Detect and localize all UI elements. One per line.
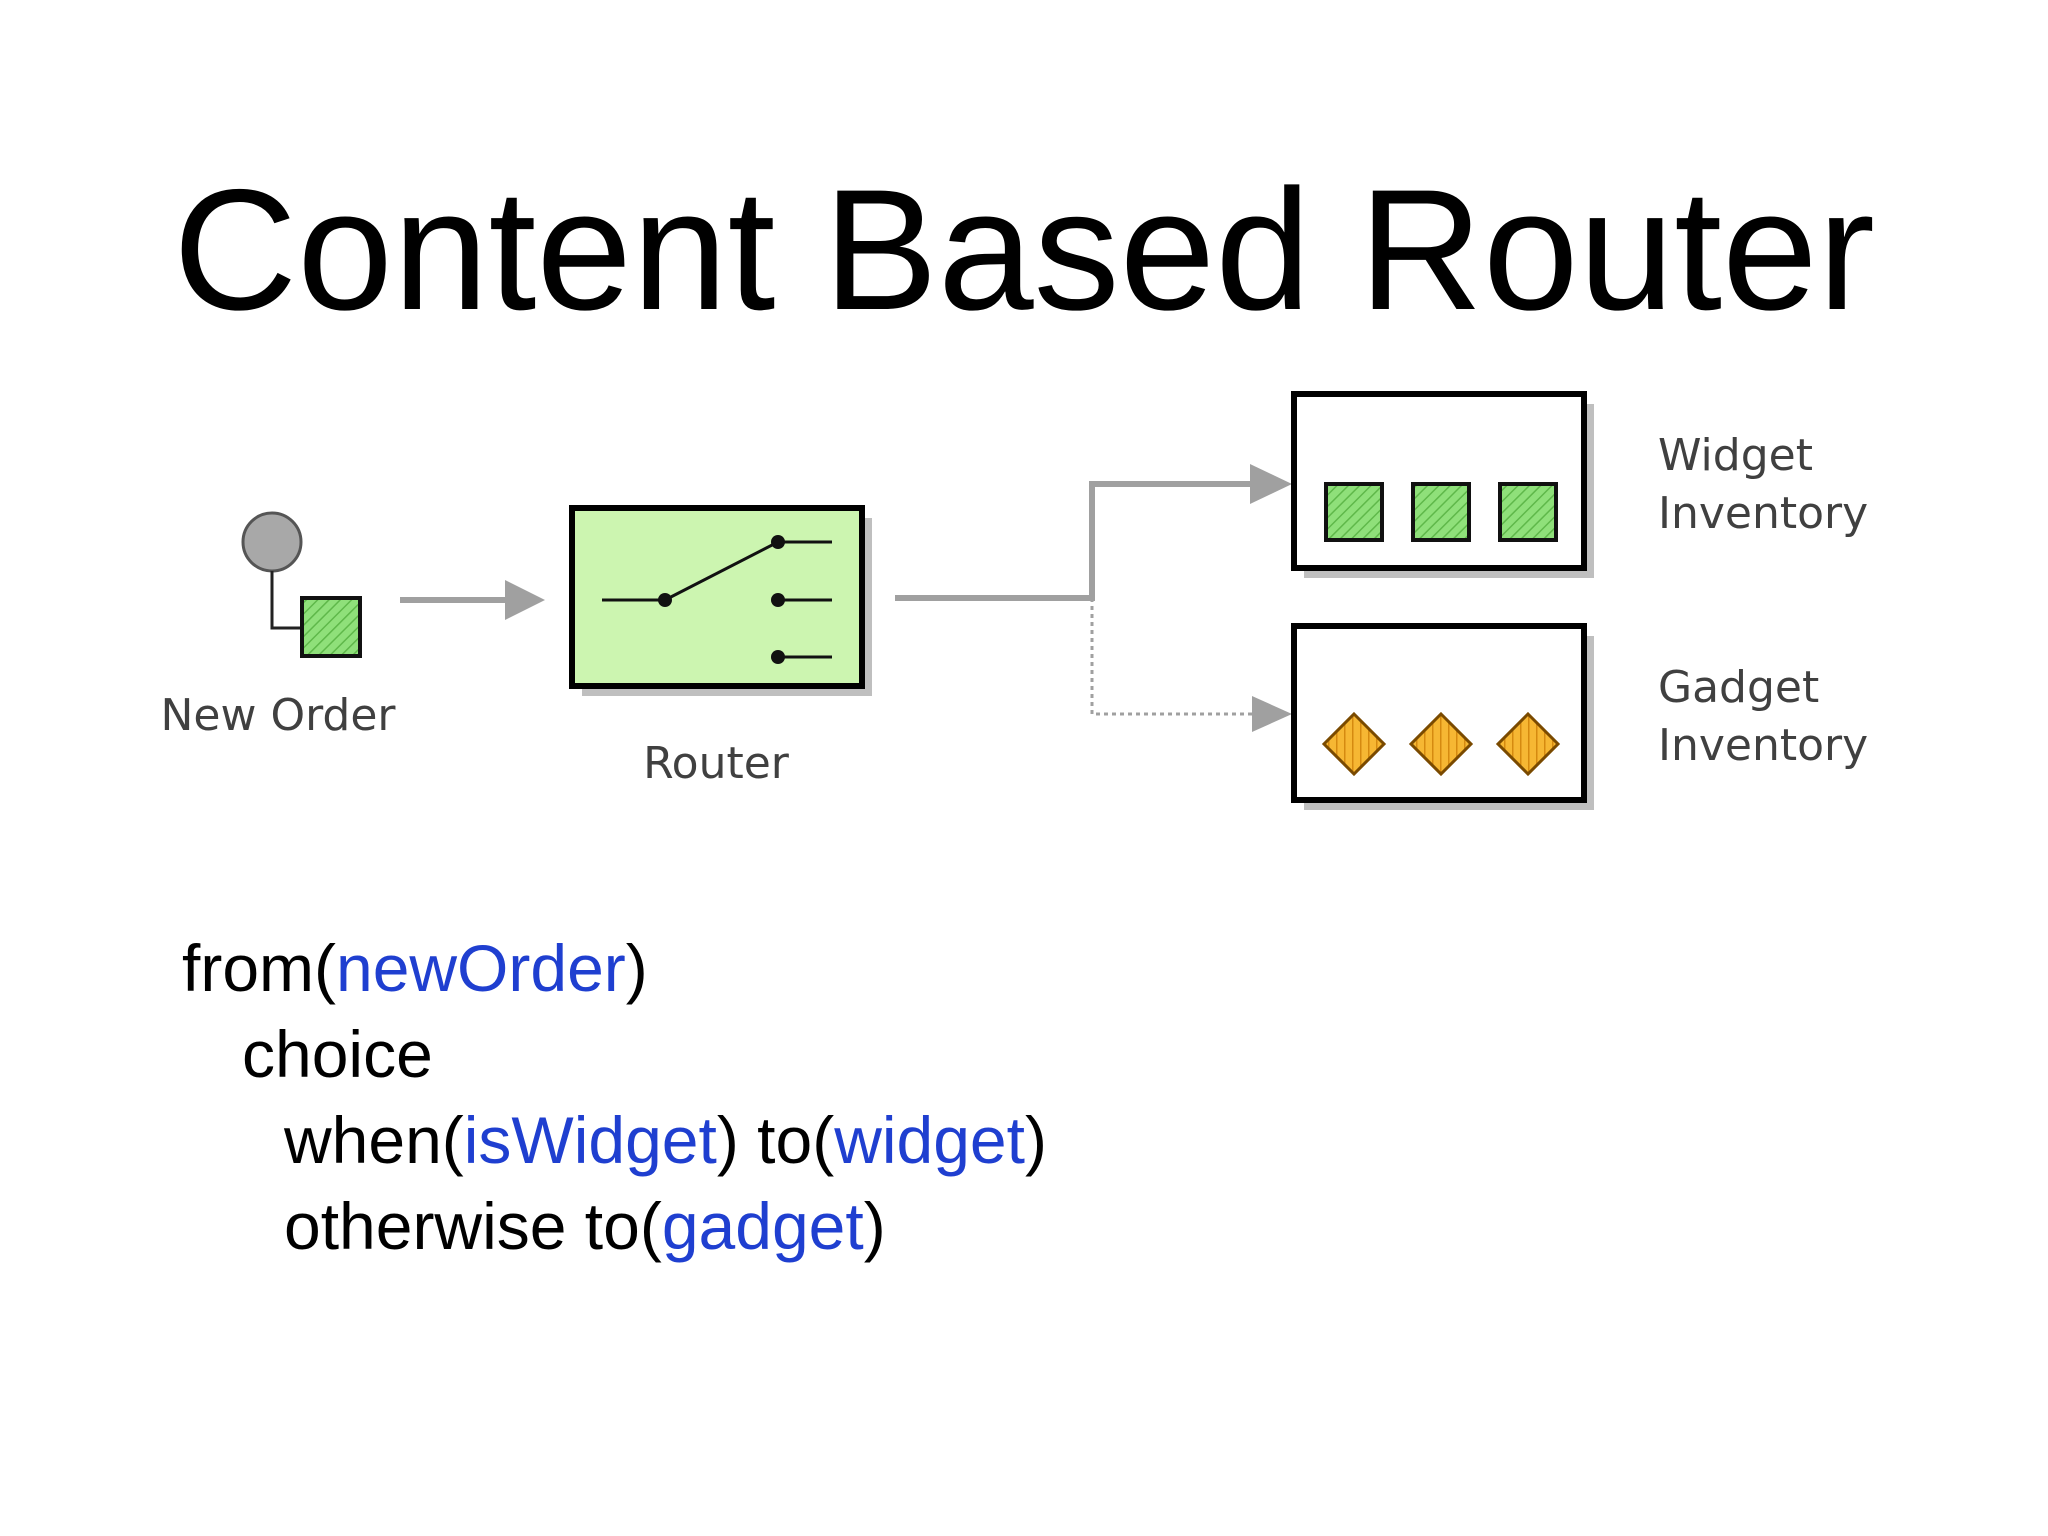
gadget-item <box>1408 711 1474 777</box>
gadget-item <box>1495 711 1561 777</box>
gadget-inventory-label-line2: Inventory <box>1658 720 1868 771</box>
widget-item <box>1324 482 1384 542</box>
widget-inventory-label-line2: Inventory <box>1658 488 1868 539</box>
code-line-from: from(newOrder) <box>182 925 1047 1011</box>
code-text: choice <box>242 1017 433 1091</box>
arrow-to-router <box>400 580 545 620</box>
code-keyword-widget: widget <box>834 1103 1025 1177</box>
code-line-when: when(isWidget) to(widget) <box>182 1097 1047 1183</box>
message-channel-circle <box>241 511 303 573</box>
widget-item <box>1411 482 1471 542</box>
code-text: from( <box>182 931 336 1005</box>
code-keyword-gadget: gadget <box>661 1189 864 1263</box>
code-text: ) <box>1024 1103 1047 1177</box>
code-line-choice: choice <box>182 1011 1047 1097</box>
code-keyword-iswidget: isWidget <box>463 1103 717 1177</box>
code-text: ) <box>863 1189 886 1263</box>
code-text: ) <box>625 931 648 1005</box>
route-to-widget-arrow <box>895 464 1292 601</box>
new-order-label: New Order <box>161 690 397 741</box>
switch-icon <box>602 535 832 664</box>
widget-inventory-label-line1: Widget <box>1658 430 1813 481</box>
new-order-message-square <box>300 596 362 658</box>
widget-inventory-box <box>1291 391 1594 578</box>
widget-item <box>1498 482 1558 542</box>
code-keyword-neworder: newOrder <box>335 931 626 1005</box>
code-line-otherwise: otherwise to(gadget) <box>182 1183 1047 1269</box>
code-text: when( <box>284 1103 464 1177</box>
router-label: Router <box>643 738 790 789</box>
router-box <box>569 505 872 696</box>
gadget-inventory-label-line1: Gadget <box>1658 662 1819 713</box>
slide-title: Content Based Router <box>173 154 1875 346</box>
gadget-item <box>1321 711 1387 777</box>
code-text: ) to( <box>716 1103 835 1177</box>
message-connector-line <box>270 571 302 630</box>
new-order-icon <box>241 511 362 658</box>
code-text: otherwise to( <box>284 1189 662 1263</box>
route-to-gadget-arrow <box>1090 598 1292 732</box>
gadget-inventory-box <box>1291 623 1594 810</box>
